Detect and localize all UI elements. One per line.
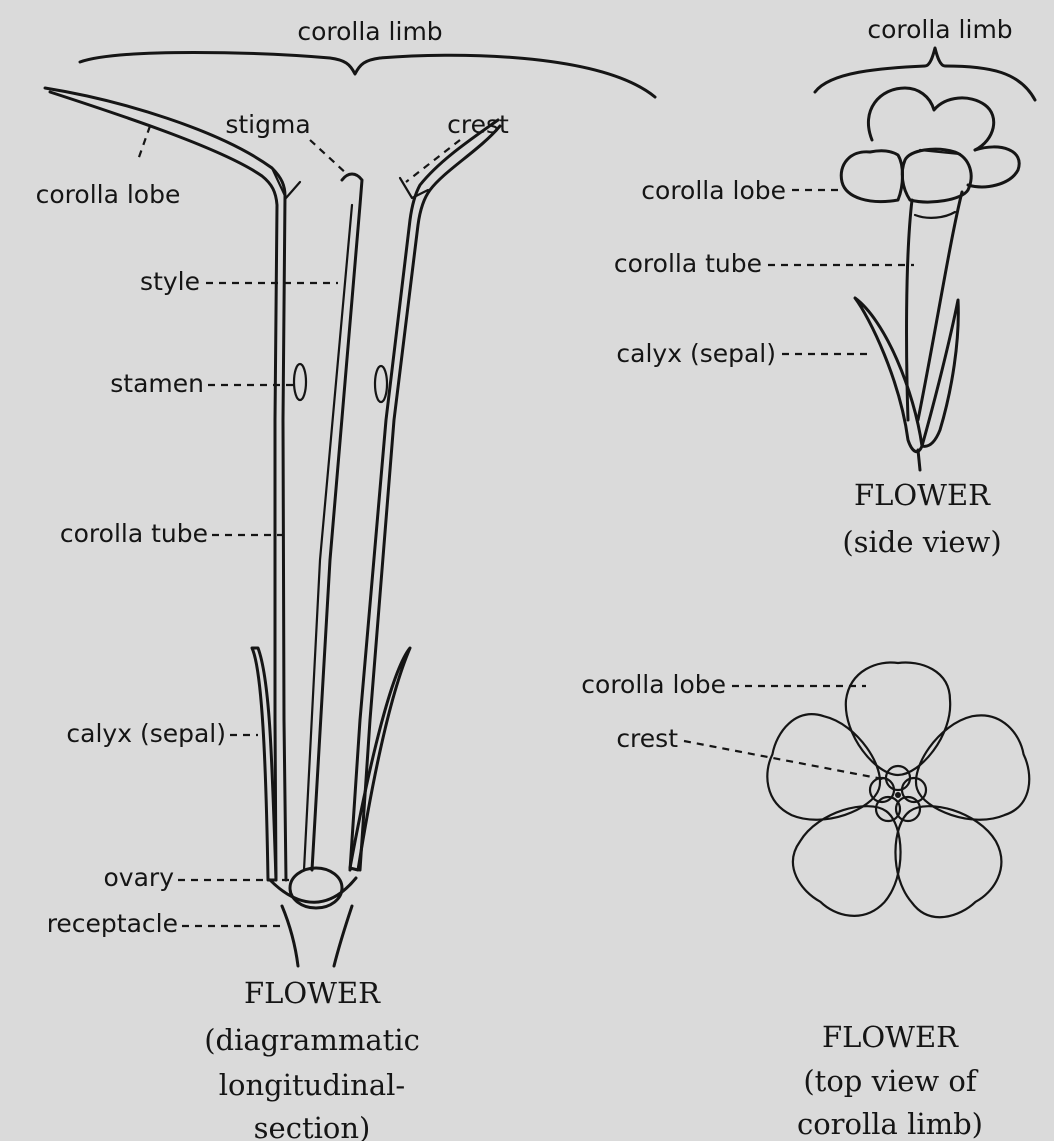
corolla-limb-brace (80, 53, 655, 98)
label-calyx-side: calyx (sepal) (616, 339, 776, 368)
side-lobe-back-2 (968, 147, 1019, 187)
caption-left-line-3: longitudinal- (219, 1068, 405, 1102)
style-left-edge (304, 205, 352, 870)
caption-left-line-1: FLOWER (244, 976, 381, 1010)
side-corolla-tube (907, 192, 962, 420)
label-corolla-limb-side: corolla limb (867, 15, 1012, 44)
stamen-left (294, 364, 306, 400)
caption-top-line-1: FLOWER (822, 1020, 959, 1054)
leader-corolla-lobe (138, 126, 150, 160)
caption-side-line-1: FLOWER (854, 478, 991, 512)
right-corolla-lobe-inner (360, 126, 500, 870)
side-limb-brace (815, 48, 1035, 100)
side-lobe-back-1 (868, 88, 993, 150)
label-corolla-lobe-left: corolla lobe (36, 180, 181, 209)
top-lobe-3 (868, 781, 1019, 933)
side-pedicel (918, 450, 920, 470)
top-lobe-5 (756, 704, 895, 838)
label-stigma: stigma (225, 110, 310, 139)
receptacle-right (334, 906, 352, 966)
label-corolla-limb-left: corolla limb (297, 17, 442, 46)
side-sepal-left (855, 298, 922, 452)
style-shape (312, 174, 362, 870)
label-crest-left: crest (447, 110, 509, 139)
top-view-drawing: corolla lobe crest FLOWER (top view of c… (581, 662, 1040, 1141)
top-lobe-4 (778, 781, 929, 933)
left-sepal (252, 648, 276, 880)
label-crest-top: crest (616, 724, 678, 753)
caption-top-line-3: corolla limb) (797, 1107, 983, 1141)
side-lobe-left (841, 151, 902, 202)
caption-side-line-2: (side view) (842, 525, 1001, 559)
top-lobe-1 (846, 662, 950, 775)
label-calyx-left: calyx (sepal) (66, 719, 226, 748)
label-corolla-tube-side: corolla tube (614, 249, 762, 278)
label-corolla-tube-left: corolla tube (60, 519, 208, 548)
label-ovary: ovary (104, 863, 175, 892)
leader-stigma (310, 140, 348, 175)
top-crest-1 (886, 766, 910, 790)
leader-crest (406, 140, 460, 182)
label-receptacle: receptacle (47, 909, 178, 938)
stamen-right (375, 366, 387, 402)
longitudinal-section-drawing: corolla limb stigma crest corolla lobe s… (36, 17, 655, 1141)
label-stamen: stamen (110, 369, 204, 398)
label-style: style (140, 267, 200, 296)
label-corolla-lobe-side: corolla lobe (641, 176, 786, 205)
caption-left-line-2: (diagrammatic (204, 1023, 420, 1057)
side-view-drawing: corolla limb corolla lobe corolla tube c… (614, 15, 1035, 559)
receptacle-left (282, 906, 298, 966)
receptacle-top (270, 878, 356, 902)
label-corolla-lobe-top: corolla lobe (581, 670, 726, 699)
left-corolla-lobe-inner (50, 92, 277, 880)
top-leader-crest (684, 741, 888, 780)
caption-left-line-4: section) (254, 1111, 371, 1141)
caption-top-line-2: (top view of (803, 1064, 979, 1098)
right-sepal (350, 648, 410, 870)
side-tube-ridge (915, 212, 955, 218)
top-center-dot (895, 792, 901, 798)
